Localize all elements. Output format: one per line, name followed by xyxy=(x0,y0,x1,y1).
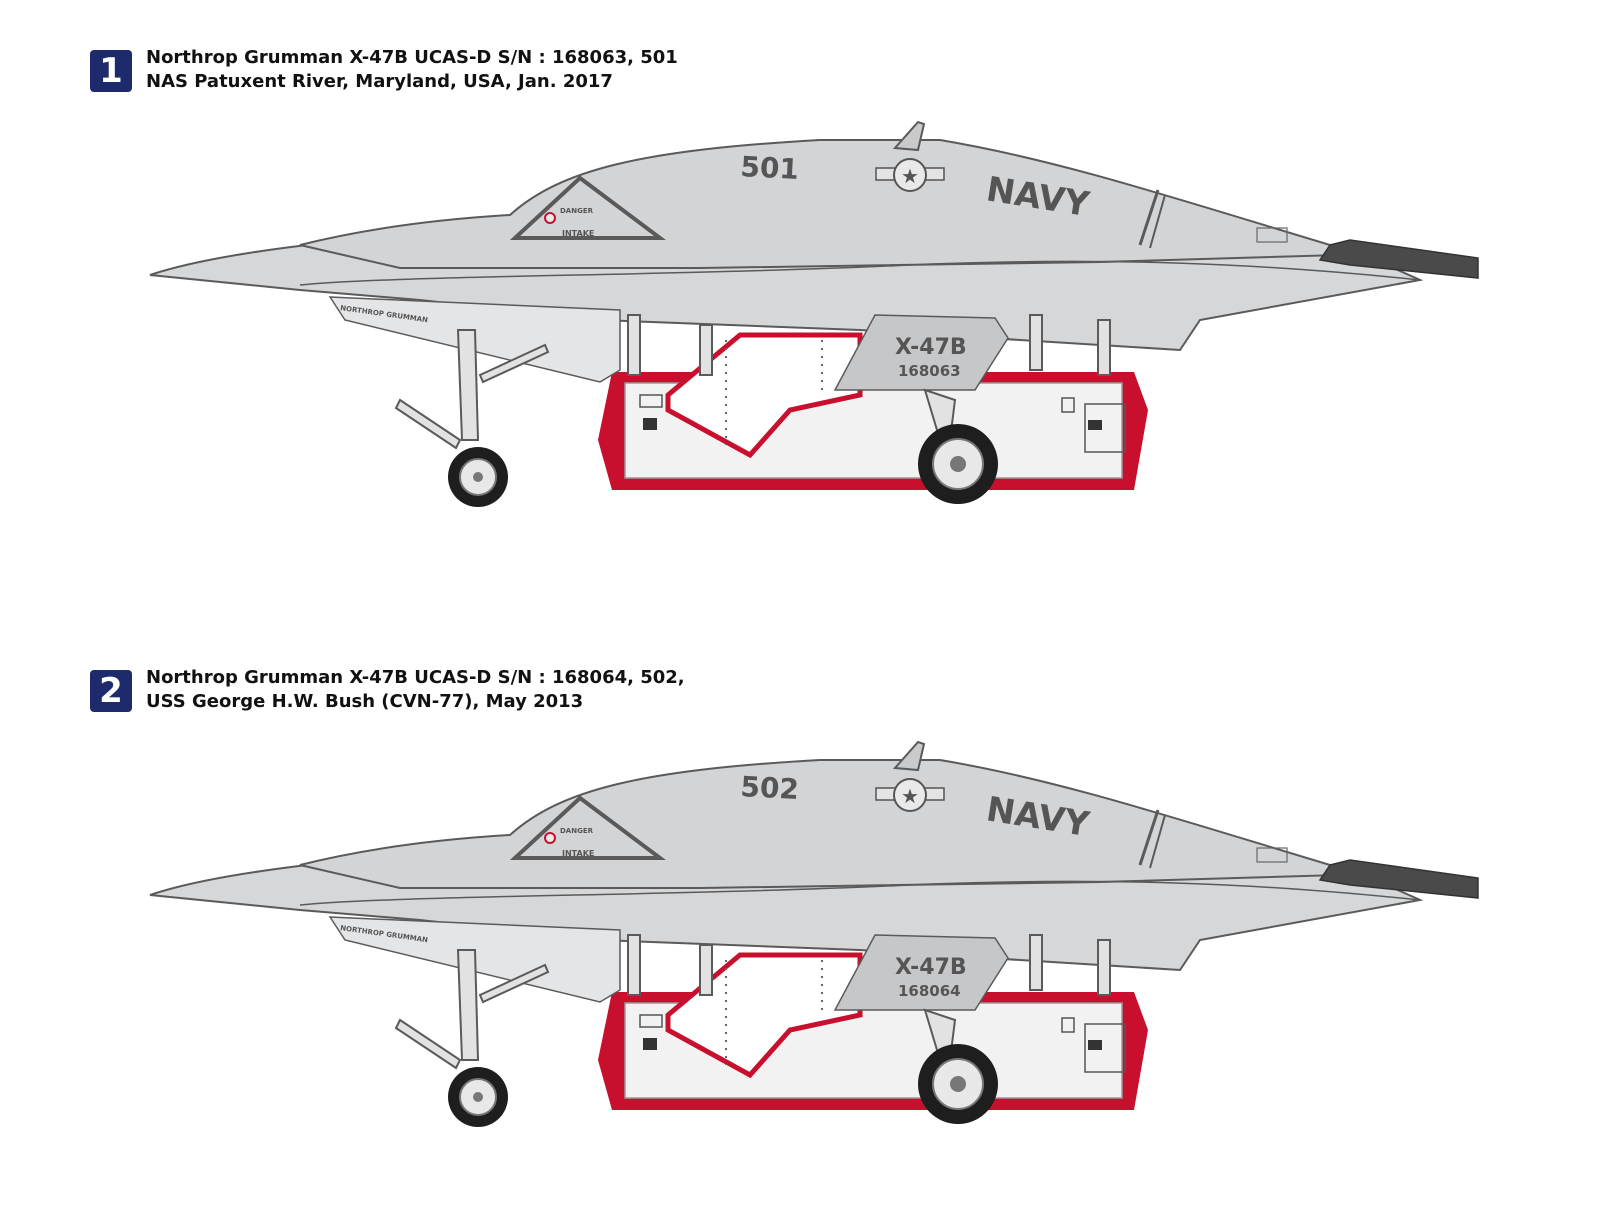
caption-line-2: USS George H.W. Bush (CVN-77), May 2013 xyxy=(146,691,584,712)
warning-bottom-text: INTAKE xyxy=(562,229,594,238)
aircraft-profile-drawing: NORTHROP GRUMMAN X-47B 168063 501 NAVY ★… xyxy=(149,120,1479,507)
profile-number-badge: 2 xyxy=(90,670,132,712)
caption-line-1: Northrop Grumman X-47B UCAS-D S/N : 1680… xyxy=(146,667,685,688)
nose-landing-gear xyxy=(394,949,550,1070)
wheel-icon xyxy=(918,1044,998,1124)
nose-number-text: 501 xyxy=(740,150,800,186)
wheel-icon xyxy=(918,424,998,504)
warning-top-text: DANGER xyxy=(560,827,594,835)
ground-dolly xyxy=(598,952,1148,1110)
ground-dolly xyxy=(598,332,1148,490)
tail-serial-text: 168063 xyxy=(898,362,961,380)
wheel-icon xyxy=(448,447,508,507)
caption-line-2: NAS Patuxent River, Maryland, USA, Jan. … xyxy=(146,71,613,92)
profile-2: 2 Northrop Grumman X-47B UCAS-D S/N : 16… xyxy=(0,620,1600,1220)
nose-landing-gear xyxy=(394,329,550,450)
navy-roundel-icon: ★ xyxy=(875,778,945,812)
intake-lip xyxy=(509,795,666,860)
antenna-fin xyxy=(892,740,926,772)
warning-bottom-text: INTAKE xyxy=(562,849,594,858)
antenna-fin xyxy=(892,120,926,152)
warning-top-text: DANGER xyxy=(560,207,594,215)
tail-code-panel xyxy=(833,934,1009,1011)
caption-line-1: Northrop Grumman X-47B UCAS-D S/N : 1680… xyxy=(146,47,678,68)
profile-number-badge: 1 xyxy=(90,50,132,92)
profile-caption: Northrop Grumman X-47B UCAS-D S/N : 1680… xyxy=(146,666,685,714)
svg-text:★: ★ xyxy=(901,164,919,188)
profile-1: 1 Northrop Grumman X-47B UCAS-D S/N : 16… xyxy=(0,0,1600,600)
nose-number-text: 502 xyxy=(740,770,800,806)
exhaust-nozzle xyxy=(1318,859,1479,899)
fuselage xyxy=(299,139,1343,269)
tail-serial-text: 168064 xyxy=(898,982,961,1000)
exhaust-nozzle xyxy=(1318,239,1479,279)
navy-roundel-icon: ★ xyxy=(875,158,945,192)
profile-caption: Northrop Grumman X-47B UCAS-D S/N : 1680… xyxy=(146,46,678,94)
tail-type-text: X-47B xyxy=(895,955,967,980)
aircraft-profile-drawing: NORTHROP GRUMMAN X-47B 168064 502 NAVY ★… xyxy=(149,740,1479,1127)
tail-code-panel xyxy=(833,314,1009,391)
fuselage xyxy=(299,759,1343,889)
svg-text:★: ★ xyxy=(901,784,919,808)
tail-type-text: X-47B xyxy=(895,335,967,360)
wheel-icon xyxy=(448,1067,508,1127)
intake-lip xyxy=(509,175,666,240)
